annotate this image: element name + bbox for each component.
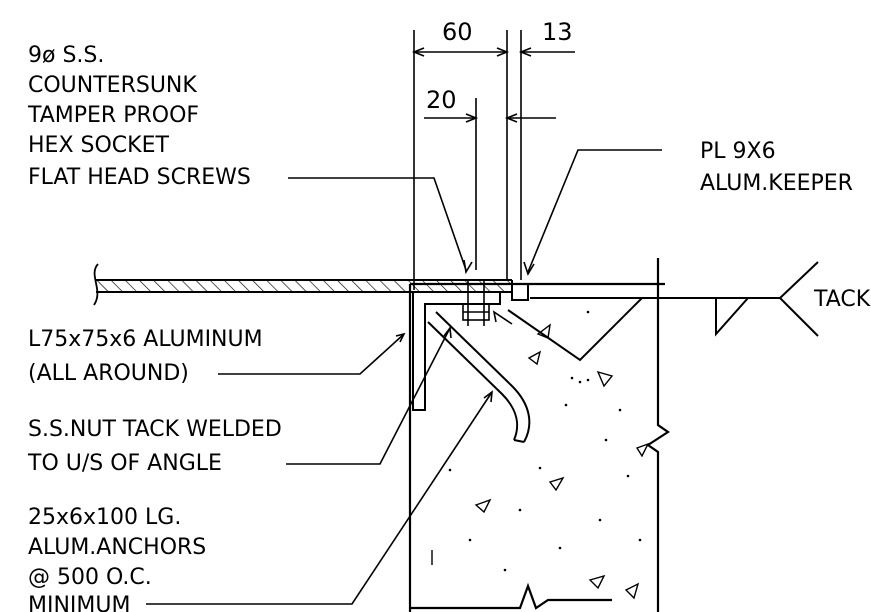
concrete-dots xyxy=(448,310,642,572)
nut-label: S.S.NUT TACK WELDED TO U/S OF ANGLE xyxy=(27,417,282,476)
tack-weld-symbol xyxy=(507,261,819,362)
leader-lines xyxy=(146,149,662,605)
screw-label-line-2: COUNTERSUNK xyxy=(28,73,197,98)
anchors-label: 25x6x100 LG. ALUM.ANCHORS @ 500 O.C. MIN… xyxy=(28,505,206,612)
anchors-label-line-4: MINIMUM xyxy=(28,593,130,612)
dimension-20: 20 xyxy=(426,86,457,114)
screw-label: 9ø S.S. COUNTERSUNK TAMPER PROOF HEX SOC… xyxy=(27,43,251,190)
screw-label-line-3: TAMPER PROOF xyxy=(27,103,199,128)
angle-label: L75x75x6 ALUMINUM (ALL AROUND) xyxy=(28,327,263,386)
screw-label-line-1: 9ø S.S. xyxy=(28,43,104,68)
anchors-label-line-2: ALUM.ANCHORS xyxy=(28,535,206,560)
nut-label-line-1: S.S.NUT TACK WELDED xyxy=(28,417,282,442)
concrete-aggregate xyxy=(431,323,650,600)
keeper-label-line-2: ALUM.KEEPER xyxy=(700,171,853,196)
keeper-label: PL 9X6 ALUM.KEEPER xyxy=(700,139,853,196)
anchor-bar xyxy=(427,311,531,443)
keeper-plate xyxy=(511,280,529,301)
screw-and-nut xyxy=(462,280,490,326)
cover-plate xyxy=(93,263,512,306)
aluminum-angle xyxy=(412,292,501,411)
anchors-label-line-1: 25x6x100 LG. xyxy=(28,505,181,530)
screw-label-line-5: FLAT HEAD SCREWS xyxy=(28,165,251,190)
angle-label-line-1: L75x75x6 ALUMINUM xyxy=(28,327,263,352)
tack-label: TACK xyxy=(813,287,871,312)
keeper-label-line-1: PL 9X6 xyxy=(700,139,776,164)
anchors-label-line-3: @ 500 O.C. xyxy=(28,565,152,590)
angle-label-line-2: (ALL AROUND) xyxy=(28,361,189,386)
dimension-60: 60 xyxy=(442,18,473,46)
screw-label-line-4: HEX SOCKET xyxy=(28,133,169,158)
nut-label-line-2: TO U/S OF ANGLE xyxy=(27,451,222,476)
dimension-13: 13 xyxy=(542,18,573,46)
dimension-lines xyxy=(411,30,575,290)
